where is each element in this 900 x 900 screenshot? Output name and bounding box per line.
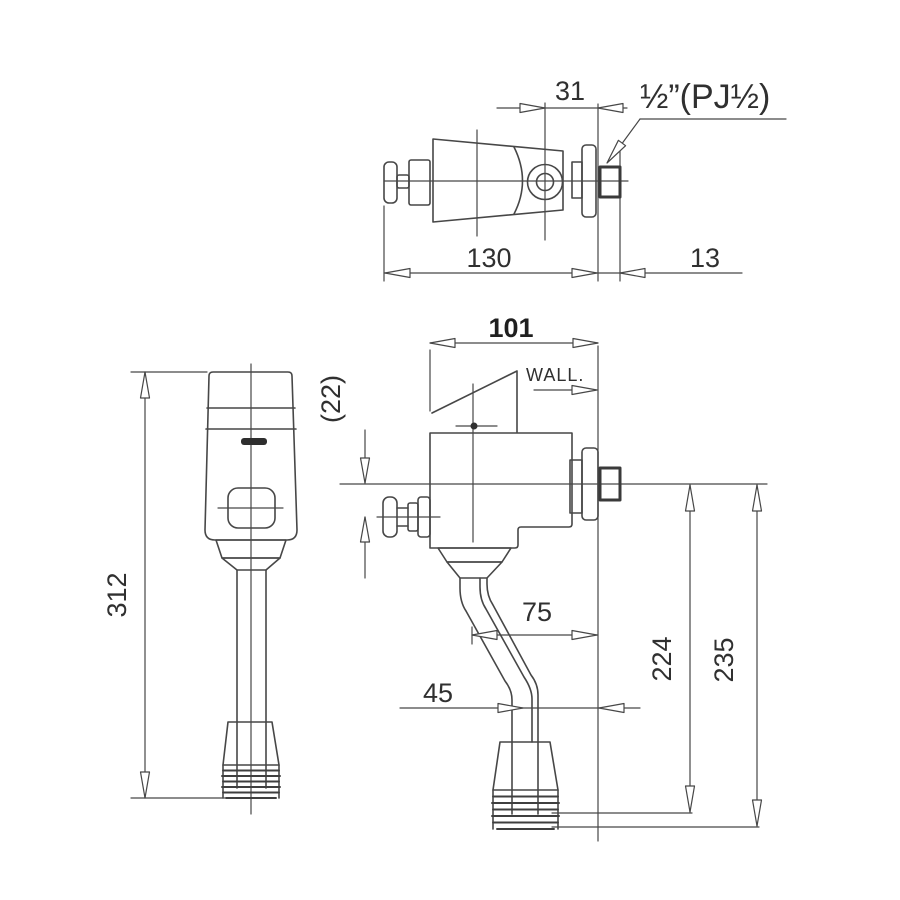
threaded-outlet-side <box>491 741 560 830</box>
dimension-75: 75 <box>471 597 599 645</box>
push-button-top <box>383 159 431 206</box>
arrowhead <box>751 484 763 512</box>
angled-cover <box>431 370 518 433</box>
arrowhead <box>751 799 763 827</box>
arrowhead <box>597 102 624 114</box>
arrowhead <box>359 457 371 484</box>
dim-312-label: 312 <box>102 572 132 617</box>
arrowhead <box>619 267 646 279</box>
dimension-22: (22) <box>316 375 371 579</box>
wall-connection-top <box>571 103 622 282</box>
arrowhead <box>139 371 151 399</box>
dimension-235: 235 <box>551 484 763 828</box>
arrowhead <box>571 267 598 279</box>
arrowhead <box>572 337 599 349</box>
dim-130-label: 130 <box>466 243 511 273</box>
push-button-side <box>382 496 431 538</box>
dim-13-label: 13 <box>690 243 720 273</box>
wall-callout: WALL. <box>526 365 598 396</box>
arrowhead <box>359 516 371 543</box>
dim-31-label: 31 <box>555 76 585 106</box>
thread-fitting-top <box>598 165 622 199</box>
arrowhead <box>384 267 411 279</box>
brand-logo-mark <box>241 438 267 445</box>
dimension-101: 101 <box>429 313 599 412</box>
valve-body-front <box>204 371 298 541</box>
arrowhead <box>497 702 524 714</box>
arrowhead <box>606 139 627 164</box>
thread-fitting-side <box>598 466 622 502</box>
dim-101-label: 101 <box>488 313 533 343</box>
center-mark-dot <box>470 422 478 430</box>
dim-75-label: 75 <box>522 597 552 627</box>
dimension-130-13: 130 13 <box>383 205 743 282</box>
arrowhead <box>139 771 151 799</box>
arrowhead <box>684 785 696 813</box>
front-view: 312 <box>102 363 298 815</box>
thread-size-leader: ½”(PJ½) <box>606 78 787 164</box>
wall-connection-side <box>569 345 622 842</box>
wall-label: WALL. <box>526 365 584 385</box>
dim-22-label: (22) <box>316 375 346 423</box>
arrowhead <box>429 337 456 349</box>
flush-pipe-side <box>459 577 539 743</box>
flush-tube-front <box>236 569 267 723</box>
valve-neck-side <box>437 547 512 579</box>
threaded-outlet-front <box>221 721 281 799</box>
top-view: 31 ½”(PJ½) 130 13 <box>383 76 787 282</box>
dim-45-label: 45 <box>423 678 453 708</box>
dim-235-label: 235 <box>709 637 739 682</box>
dimension-312: 312 <box>102 371 226 799</box>
dimension-45: 45 <box>399 678 641 714</box>
dimension-224: 224 <box>551 484 696 814</box>
valve-cone-top <box>432 129 564 237</box>
arrowhead <box>519 102 546 114</box>
valve-body-side <box>429 432 573 549</box>
thread-size-label: ½”(PJ½) <box>640 78 770 116</box>
dimension-31: 31 <box>496 76 628 241</box>
dim-224-label: 224 <box>647 636 677 681</box>
arrowhead <box>571 629 598 641</box>
arrowhead <box>471 629 498 641</box>
side-view: 101 WALL. (22) 75 45 <box>316 313 768 842</box>
arrowhead <box>598 702 625 714</box>
arrowhead <box>571 384 598 396</box>
arrowhead <box>684 484 696 512</box>
